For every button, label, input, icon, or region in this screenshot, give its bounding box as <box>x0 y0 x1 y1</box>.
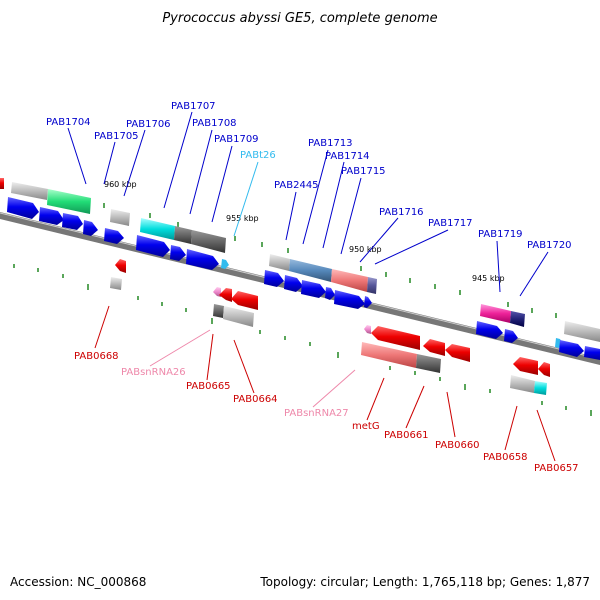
forward-features <box>0 178 600 360</box>
gene-label-pab1719[interactable]: PAB1719 <box>478 229 523 240</box>
gene-label-pab0661[interactable]: PAB0661 <box>384 430 429 441</box>
gene-label-pab2445[interactable]: PAB2445 <box>274 180 319 191</box>
gene-label-pab0660[interactable]: PAB0660 <box>435 440 480 451</box>
reverse-labels: PAB0668 PABsnRNA26 PAB0665 PAB0664 PABsn… <box>74 351 579 474</box>
cds-arrow-3[interactable] <box>62 213 83 230</box>
gene-bar-salmon-2[interactable] <box>361 342 417 368</box>
gene-label-pab1707[interactable]: PAB1707 <box>171 101 216 112</box>
gene-bar-purple[interactable] <box>367 277 377 294</box>
gene-label-pab1716[interactable]: PAB1716 <box>379 207 424 218</box>
gene-bar-gray-7[interactable] <box>510 375 535 393</box>
cds-arrow-17[interactable] <box>559 340 584 357</box>
gene-label-pab1717[interactable]: PAB1717 <box>428 218 473 229</box>
trna-arrow-26[interactable] <box>221 259 229 269</box>
topology-text: Topology: circular; Length: 1,765,118 bp… <box>259 575 590 589</box>
gene-label-pab1713[interactable]: PAB1713 <box>308 138 353 149</box>
rev-arrow-3[interactable] <box>231 291 258 310</box>
rev-arrow-7[interactable] <box>513 357 538 375</box>
gene-label-pab0665[interactable]: PAB0665 <box>186 381 231 392</box>
gene-bar-gray-5[interactable] <box>110 277 122 290</box>
gene-label-pab0658[interactable]: PAB0658 <box>483 452 528 463</box>
map-title: Pyrococcus abyssi GE5, complete genome <box>162 11 437 26</box>
gene-label-pab1720[interactable]: PAB1720 <box>527 240 572 251</box>
cds-arrow-18[interactable] <box>584 346 600 360</box>
gene-bar-cyan[interactable] <box>140 218 175 240</box>
gene-label-pab0664[interactable]: PAB0664 <box>233 394 278 405</box>
cds-arrow-14[interactable] <box>364 296 372 308</box>
gene-bar-gray-2[interactable] <box>110 209 130 226</box>
gene-bar-steel[interactable] <box>289 259 332 282</box>
gene-bar-gray-6[interactable] <box>223 306 254 327</box>
gene-bar-gray-1[interactable] <box>11 182 48 200</box>
forward-labels: PAB1704 PAB1705 PAB1706 PAB1707 PAB1708 … <box>46 101 572 251</box>
gene-label-pab1714[interactable]: PAB1714 <box>325 151 370 162</box>
gene-label-pabt26[interactable]: PABt26 <box>240 150 276 161</box>
cds-arrow-16[interactable] <box>504 329 518 343</box>
cds-arrow-10[interactable] <box>284 275 303 292</box>
gene-bar-navy[interactable] <box>510 311 525 327</box>
gene-bar-magenta[interactable] <box>480 304 511 323</box>
cds-arrow-8[interactable] <box>186 249 219 270</box>
accession-text: Accession: NC_000868 <box>10 575 146 589</box>
callout-lines <box>67 111 556 462</box>
snrna-arrow-26[interactable] <box>213 287 221 297</box>
gene-label-pab0668[interactable]: PAB0668 <box>74 351 119 362</box>
gene-label-pabsnrna26[interactable]: PABsnRNA26 <box>121 367 186 378</box>
gene-label-pab1704[interactable]: PAB1704 <box>46 117 91 128</box>
gene-bar-cyan-2[interactable] <box>534 381 547 395</box>
cds-arrow-7[interactable] <box>170 245 186 261</box>
gene-label-pab0657[interactable]: PAB0657 <box>534 463 579 474</box>
rev-arrow-5[interactable] <box>423 339 445 356</box>
cds-arrow-5[interactable] <box>104 228 124 244</box>
cds-arrow-1[interactable] <box>7 197 39 219</box>
snrna-arrow-27[interactable] <box>364 325 371 334</box>
ruler-label-945: 945 kbp <box>472 274 505 283</box>
gene-label-pab1705[interactable]: PAB1705 <box>94 131 139 142</box>
ruler-label-950: 950 kbp <box>349 245 382 254</box>
cds-arrow-9[interactable] <box>264 270 284 287</box>
rev-arrow-6[interactable] <box>445 344 470 362</box>
gene-label-pabsnrna27[interactable]: PABsnRNA27 <box>284 408 349 419</box>
ruler-label-960: 960 kbp <box>104 180 137 189</box>
rev-arrow-8[interactable] <box>538 362 550 377</box>
cds-arrow-11[interactable] <box>301 280 326 298</box>
cds-arrow-4[interactable] <box>83 220 98 236</box>
cds-arrow-15[interactable] <box>476 321 503 339</box>
reverse-features <box>110 259 550 395</box>
gene-bar-dark-4[interactable] <box>416 354 441 373</box>
cds-arrow-12[interactable] <box>325 287 335 300</box>
gene-bar-gray-4[interactable] <box>564 321 600 342</box>
gene-bar-dark-3[interactable] <box>213 304 224 318</box>
gene-bar-green-1[interactable] <box>47 189 91 214</box>
cds-arrow-2[interactable] <box>39 207 64 225</box>
gene-label-pab1715[interactable]: PAB1715 <box>341 166 386 177</box>
rev-arrow-2[interactable] <box>219 288 232 302</box>
gene-label-pab1708[interactable]: PAB1708 <box>192 118 237 129</box>
gene-label-pab1706[interactable]: PAB1706 <box>126 119 171 130</box>
gene-label-metg[interactable]: metG <box>352 421 380 432</box>
cds-arrow-13[interactable] <box>334 290 365 309</box>
gene-bar-gray-3[interactable] <box>269 254 290 271</box>
gene-bar-dark-2[interactable] <box>191 230 226 253</box>
tick-marks <box>13 203 592 416</box>
gene-bar-dark-1[interactable] <box>174 226 192 244</box>
ruler-label-955: 955 kbp <box>226 214 259 223</box>
rev-arrow-4[interactable] <box>371 326 420 350</box>
gene-bar-red-left[interactable] <box>0 178 4 189</box>
rev-arrow-1[interactable] <box>115 259 126 273</box>
cds-arrow-6[interactable] <box>136 235 170 257</box>
gene-bar-salmon-1[interactable] <box>331 269 368 292</box>
gene-label-pab1709[interactable]: PAB1709 <box>214 134 259 145</box>
